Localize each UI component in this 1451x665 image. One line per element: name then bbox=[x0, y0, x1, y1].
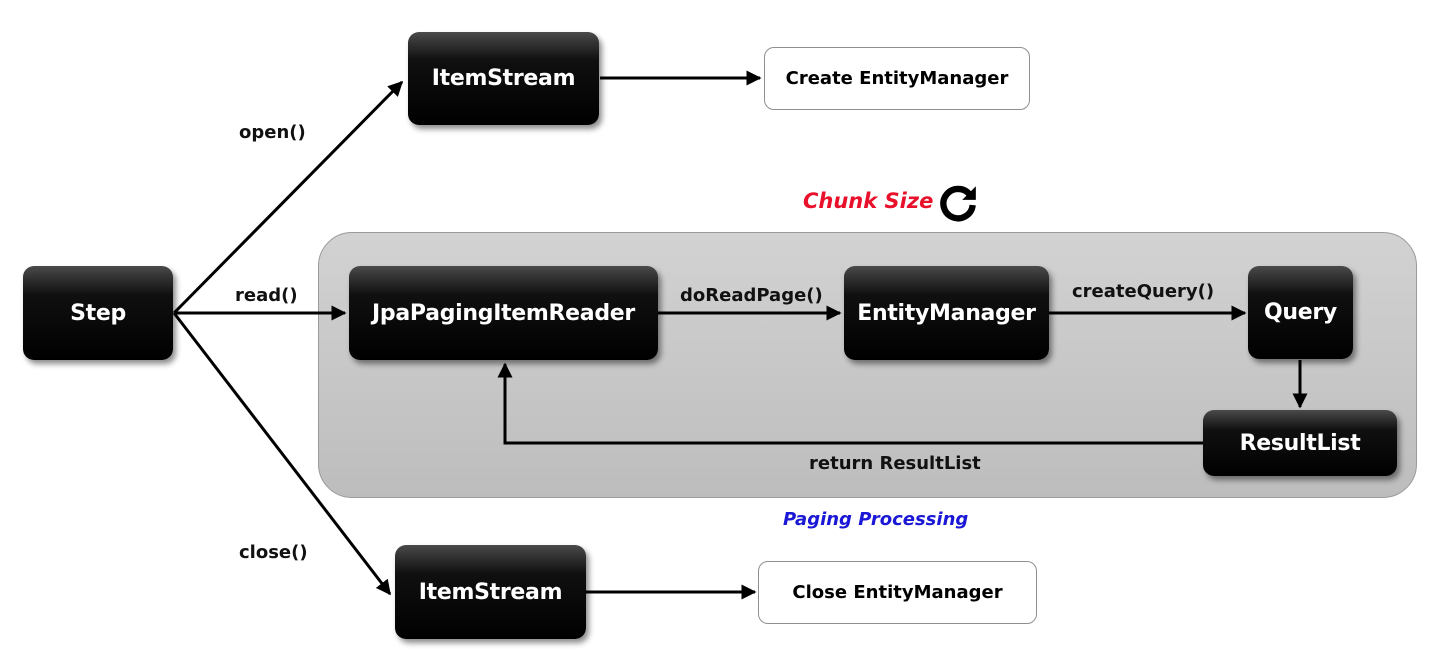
itemstream-top-node: ItemStream bbox=[408, 32, 599, 125]
close-label: close() bbox=[239, 542, 308, 563]
do-read-page-label: doReadPage() bbox=[680, 285, 823, 306]
open-label: open() bbox=[239, 122, 306, 143]
close-entitymanager-box: Close EntityManager bbox=[758, 561, 1037, 624]
query-node: Query bbox=[1248, 266, 1353, 359]
open-arrow bbox=[172, 80, 404, 315]
jpa-paging-item-reader-node: JpaPagingItemReader bbox=[349, 266, 658, 360]
result-list-node: ResultList bbox=[1203, 410, 1397, 476]
create-query-label: createQuery() bbox=[1072, 281, 1215, 302]
return-result-list-label: return ResultList bbox=[809, 453, 981, 474]
entity-manager-node: EntityManager bbox=[844, 266, 1049, 360]
read-label: read() bbox=[235, 285, 298, 306]
step-node: Step bbox=[23, 266, 173, 360]
create-entitymanager-box: Create EntityManager bbox=[764, 47, 1030, 110]
refresh-icon bbox=[940, 185, 976, 222]
itemstream-bottom-node: ItemStream bbox=[395, 545, 586, 639]
paging-processing-label: Paging Processing bbox=[783, 509, 969, 530]
chunk-size-label: Chunk Size bbox=[803, 189, 934, 213]
close-arrow bbox=[172, 312, 392, 596]
return-result-arrow bbox=[497, 362, 1203, 445]
